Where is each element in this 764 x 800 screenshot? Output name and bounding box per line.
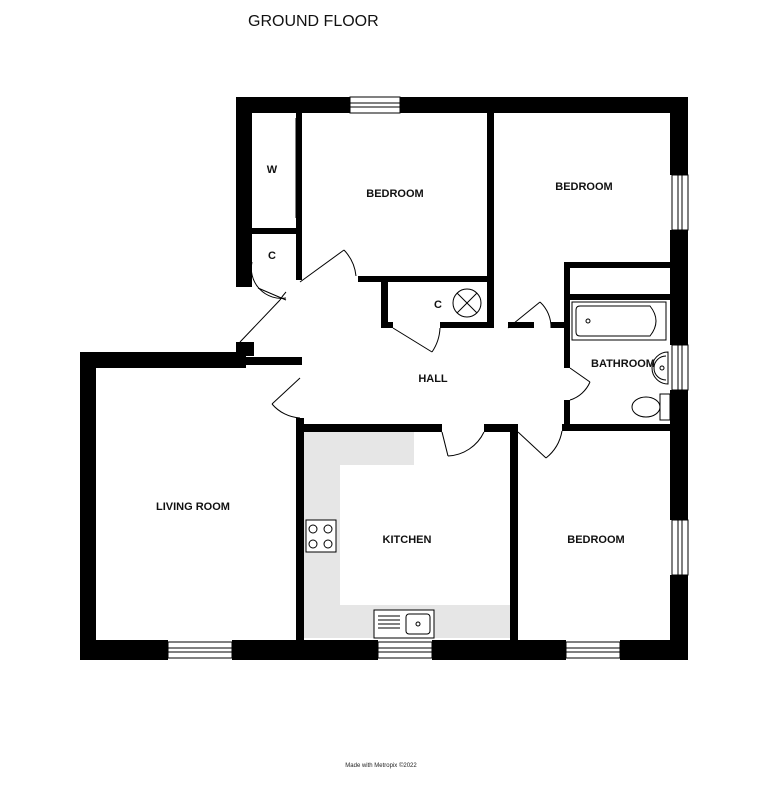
toilet-icon <box>631 393 671 421</box>
wall <box>400 97 688 113</box>
room-label-cupboard-center: C <box>434 299 442 311</box>
wall <box>80 352 96 660</box>
door <box>517 430 563 459</box>
windows <box>167 96 689 659</box>
room-label-cupboard-left: C <box>268 250 276 262</box>
wall <box>358 276 488 282</box>
wall <box>670 97 688 175</box>
door <box>441 431 485 457</box>
walls <box>80 97 688 660</box>
wall <box>508 322 534 328</box>
wall <box>236 342 254 356</box>
wall <box>564 294 670 300</box>
wall <box>236 97 252 287</box>
wall <box>432 640 566 660</box>
wall <box>510 424 518 660</box>
wall <box>484 424 514 432</box>
washbasin-icon <box>651 351 669 385</box>
wall <box>551 322 569 328</box>
window <box>671 174 689 231</box>
wall <box>670 230 688 345</box>
room-label-living-room: LIVING ROOM <box>156 501 230 513</box>
wall <box>440 322 494 328</box>
bath-icon <box>571 301 667 341</box>
wall <box>80 352 246 368</box>
door <box>271 377 301 419</box>
room-label-wardrobe: W <box>267 164 278 176</box>
wall <box>670 575 688 660</box>
room-label-bedroom-bottom-right: BEDROOM <box>567 534 624 546</box>
door <box>299 249 357 283</box>
window <box>349 96 401 114</box>
kitchen-worktop-area <box>304 430 510 638</box>
wall <box>248 228 300 234</box>
room-label-bathroom: BATHROOM <box>591 358 655 370</box>
window <box>671 519 689 576</box>
sliding-wardrobe-door <box>580 263 664 268</box>
hob-icon <box>305 519 337 553</box>
wall <box>246 357 302 365</box>
door <box>239 291 287 343</box>
wall <box>80 640 168 660</box>
doors <box>239 118 664 459</box>
sink-icon <box>373 609 435 639</box>
window <box>377 641 433 659</box>
wall <box>564 262 570 368</box>
wall <box>620 640 688 660</box>
room-label-bedroom-top-left: BEDROOM <box>366 188 423 200</box>
window <box>565 641 621 659</box>
door <box>250 261 287 301</box>
wall <box>296 113 302 280</box>
wall <box>296 418 304 660</box>
wall <box>381 322 393 328</box>
room-label-hall: HALL <box>418 373 448 385</box>
sliding-wardrobe-door <box>295 118 301 218</box>
wall <box>562 424 670 431</box>
door <box>569 367 591 401</box>
wall <box>487 113 494 328</box>
boiler-icon <box>452 288 482 318</box>
wall <box>564 400 570 430</box>
floor-title: GROUND FLOOR <box>248 13 379 30</box>
door <box>507 301 552 329</box>
window <box>671 344 689 391</box>
wall <box>296 424 442 432</box>
room-label-kitchen: KITCHEN <box>383 534 432 546</box>
wall <box>564 262 670 268</box>
credit-text: Made with Metropix ©2022 <box>345 762 417 769</box>
wall <box>232 640 378 660</box>
wall <box>670 390 688 520</box>
wall <box>381 282 388 328</box>
wall <box>236 97 350 113</box>
window <box>167 641 233 659</box>
door <box>392 327 441 353</box>
room-label-bedroom-top-right: BEDROOM <box>555 181 612 193</box>
